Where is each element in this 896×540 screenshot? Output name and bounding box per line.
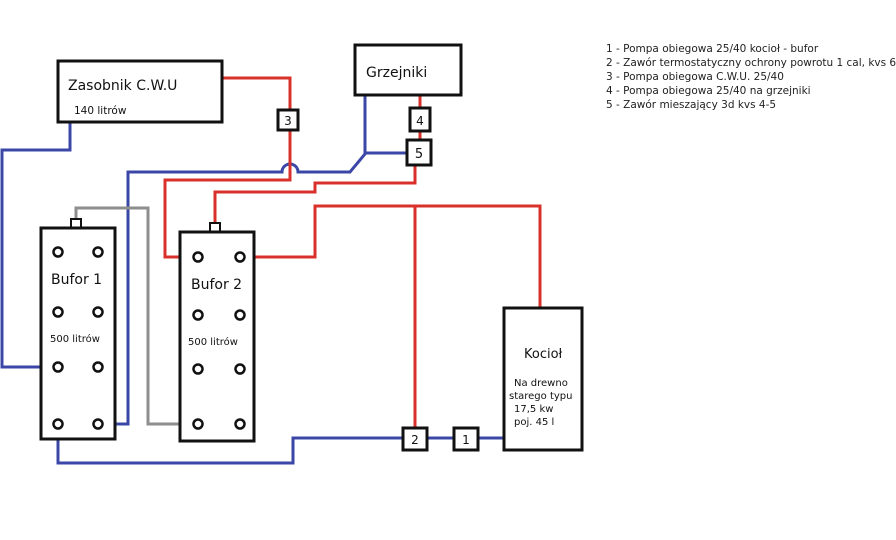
buffer-2-port bbox=[234, 363, 246, 375]
buffer-2-port bbox=[192, 418, 204, 430]
buffer-1-volume: 500 litrów bbox=[50, 333, 100, 345]
component-5-label: 5 bbox=[415, 147, 423, 162]
supply-pipes bbox=[163, 76, 542, 428]
buffer-1-ports bbox=[52, 246, 104, 430]
radiators-title: Grzejniki bbox=[366, 65, 427, 81]
pipe-cwu-supply bbox=[163, 76, 292, 259]
buffer-2-port bbox=[234, 418, 246, 430]
pipe-buffer-bypass bbox=[74, 206, 198, 426]
buffer-2-port bbox=[234, 251, 246, 263]
boiler: Kocioł Na drewno starego typu 17,5 kw po… bbox=[502, 306, 584, 452]
legend-item-4: 4 - Pompa obiegowa 25/40 na grzejniki bbox=[606, 85, 811, 97]
buffer-2-port bbox=[192, 251, 204, 263]
component-1-label: 1 bbox=[462, 433, 470, 447]
buffer-2-volume: 500 litrów bbox=[188, 336, 238, 348]
hot-water-tank-title: Zasobnik C.W.U bbox=[68, 78, 177, 94]
buffer-1-port bbox=[92, 306, 104, 318]
radiators: Grzejniki bbox=[353, 43, 463, 97]
pipe-valve5-buffer2 bbox=[213, 165, 417, 224]
component-5: 5 bbox=[405, 138, 433, 167]
buffer-2-ports bbox=[192, 251, 246, 430]
buffer-1-port bbox=[92, 246, 104, 258]
legend-item-3: 3 - Pompa obiegowa C.W.U. 25/40 bbox=[606, 71, 784, 83]
legend-item-5: 5 - Zawór mieszający 3d kvs 4-5 bbox=[606, 99, 777, 111]
buffer-2-port bbox=[192, 363, 204, 375]
pipe-cwu-to-buffer1 bbox=[0, 122, 72, 369]
hot-water-tank-volume: 140 litrów bbox=[74, 105, 127, 117]
pipe-boiler-supply bbox=[240, 204, 542, 308]
buffer-1-port bbox=[52, 246, 64, 258]
component-2: 2 bbox=[401, 426, 429, 452]
buffer-1-port bbox=[52, 418, 64, 430]
component-4: 4 bbox=[408, 106, 432, 133]
component-2-label: 2 bbox=[411, 433, 419, 447]
buffer-2-port bbox=[192, 309, 204, 321]
buffer-2-port bbox=[234, 309, 246, 321]
hot-water-tank: Zasobnik C.W.U 140 litrów bbox=[56, 59, 224, 124]
bypass-pipes bbox=[74, 206, 198, 426]
component-1: 1 bbox=[452, 426, 480, 452]
buffer-1-port bbox=[52, 361, 64, 373]
boiler-detail-capacity: poj. 45 l bbox=[514, 417, 554, 428]
boiler-detail-type: starego typu bbox=[509, 391, 572, 402]
buffer-1-title: Bufor 1 bbox=[51, 272, 102, 288]
buffer-1: Bufor 1 500 litrów bbox=[39, 218, 117, 441]
component-4-label: 4 bbox=[416, 114, 424, 128]
buffer-1-port bbox=[92, 361, 104, 373]
component-3: 3 bbox=[276, 108, 300, 132]
buffer-2: Bufor 2 500 litrów bbox=[178, 222, 256, 443]
buffer-1-port bbox=[52, 306, 64, 318]
boiler-detail-fuel: Na drewno bbox=[514, 378, 568, 389]
buffer-2-title: Bufor 2 bbox=[191, 277, 242, 293]
legend-item-1: 1 - Pompa obiegowa 25/40 kocioł - bufor bbox=[606, 43, 819, 55]
pipe-buffer1-to-boiler bbox=[56, 424, 504, 465]
buffer-1-port bbox=[92, 418, 104, 430]
boiler-title: Kocioł bbox=[524, 347, 563, 362]
component-3-label: 3 bbox=[284, 114, 292, 128]
legend-item-2: 2 - Zawór termostatyczny ochrony powrotu… bbox=[606, 57, 896, 69]
boiler-detail-power: 17,5 kw bbox=[514, 404, 553, 415]
